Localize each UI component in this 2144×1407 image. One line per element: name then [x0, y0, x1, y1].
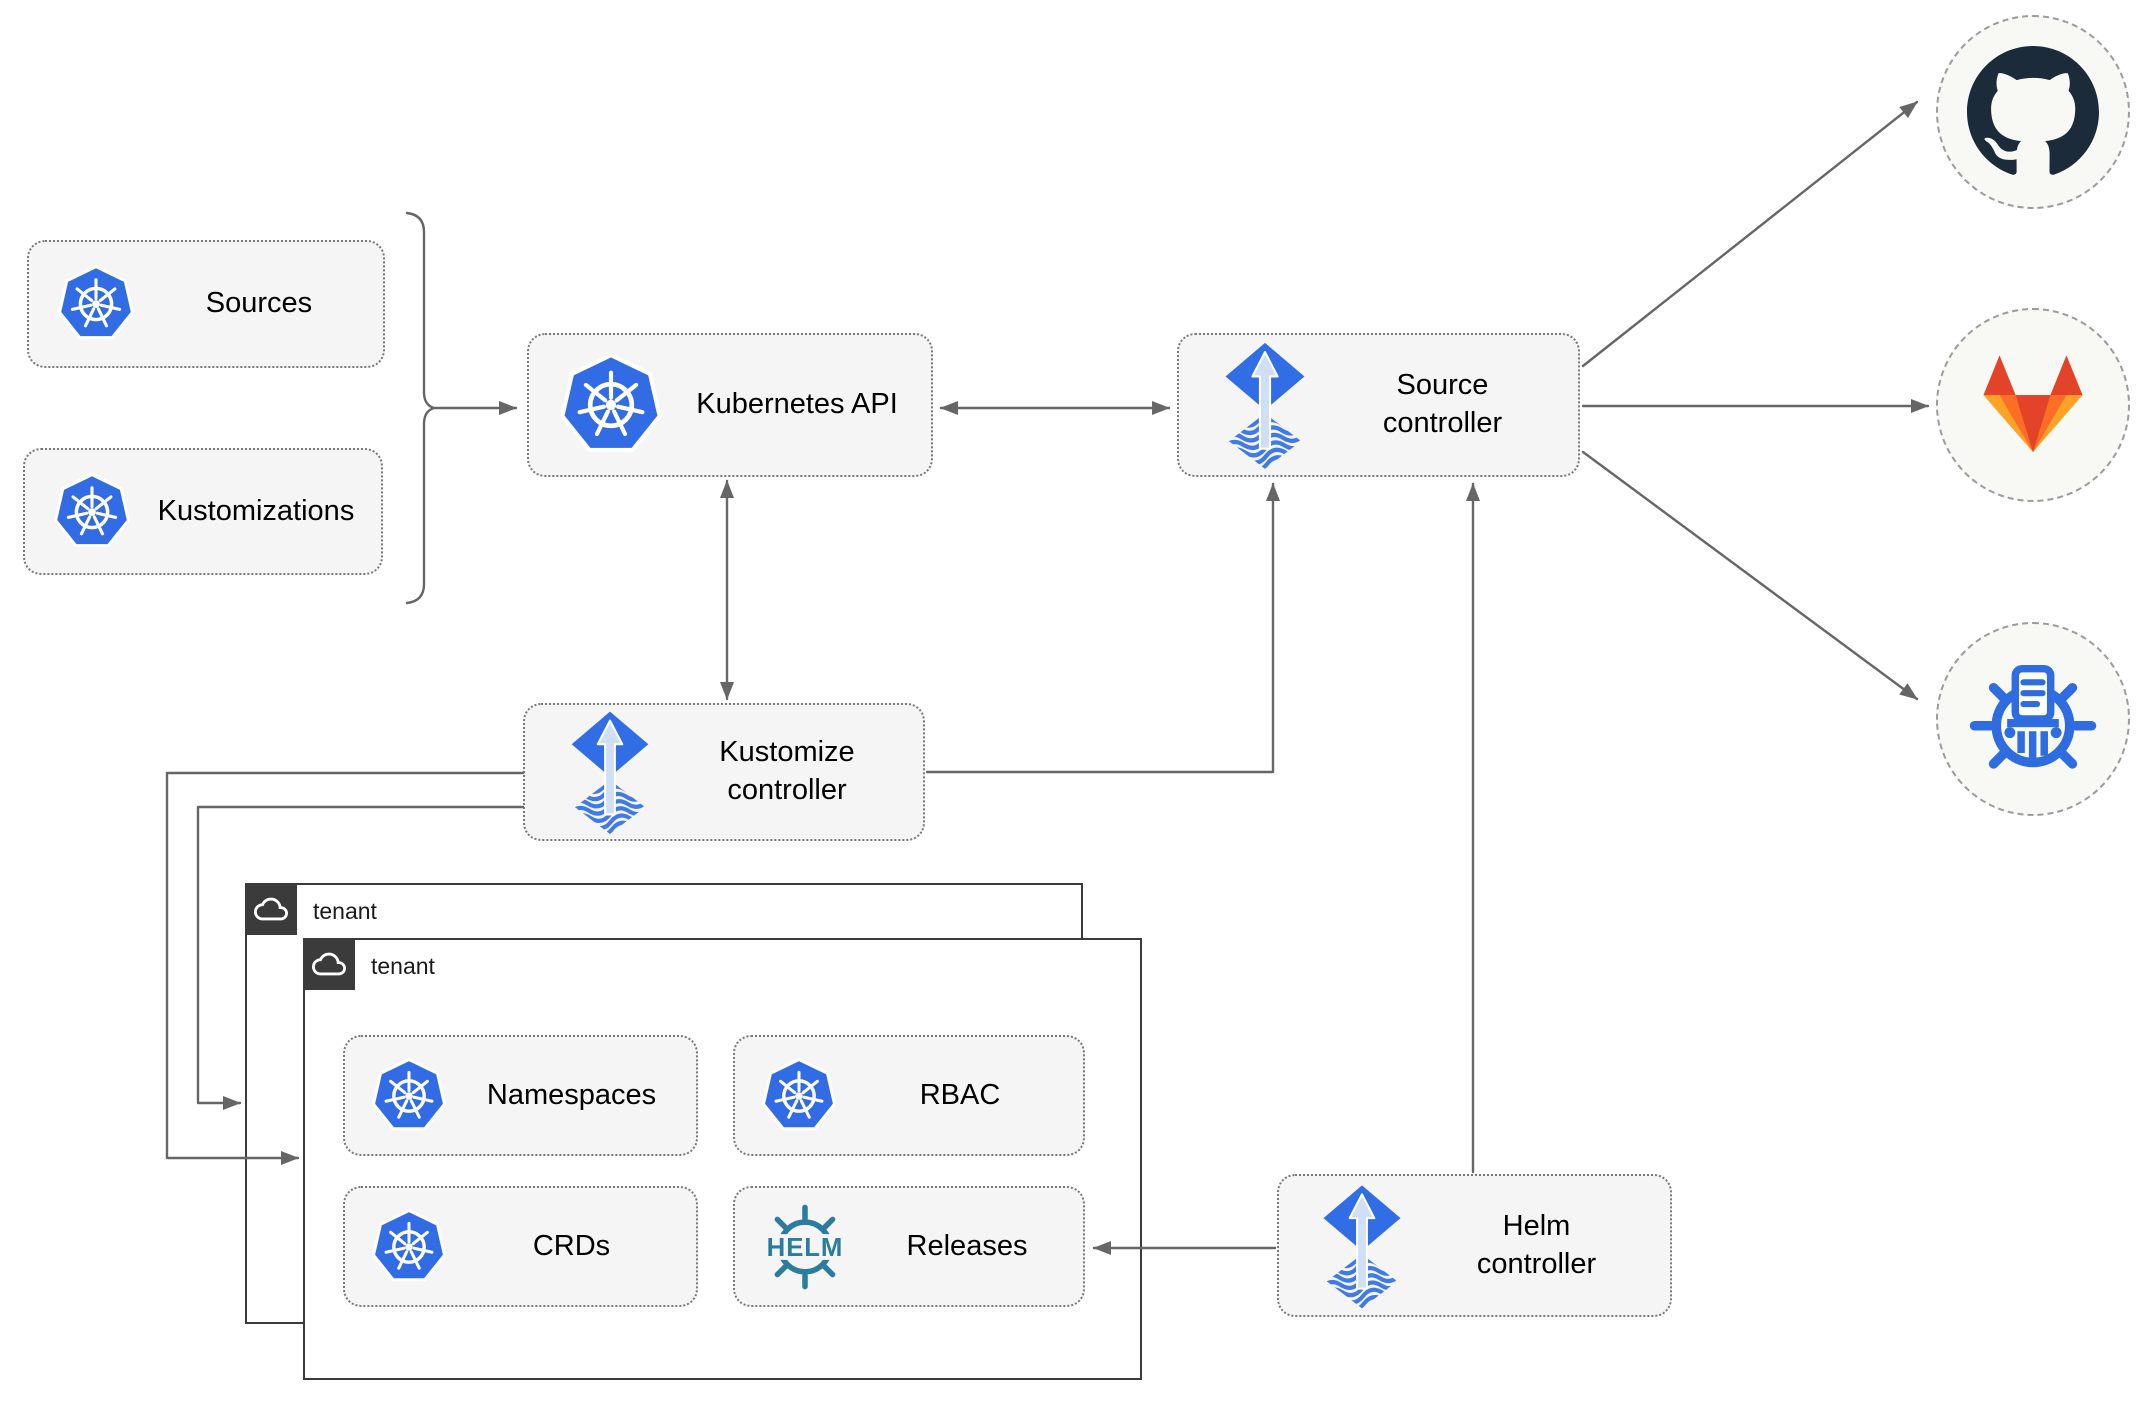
kubernetes-icon — [371, 1058, 447, 1134]
edge-kustomize-to-source-controller — [925, 482, 1280, 774]
source-controller-label: Source controller — [1382, 369, 1503, 439]
kustomizations-label: Kustomizations — [157, 494, 355, 527]
gitlab-endpoint[interactable] — [1936, 308, 2130, 502]
kubernetes-api-label: Kubernetes API — [696, 388, 898, 421]
helm-icon: HELM — [760, 1204, 850, 1289]
brace-grouping — [405, 211, 436, 605]
edge-source-controller-to-github — [1581, 100, 1919, 368]
tenant-outer-tab — [245, 883, 297, 935]
sources-node[interactable]: Sources — [27, 240, 385, 368]
rbac-node[interactable]: RBAC — [733, 1035, 1085, 1156]
github-icon — [1967, 46, 2099, 175]
flux-icon — [569, 710, 651, 834]
kubernetes-icon — [761, 1058, 837, 1134]
namespaces-node[interactable]: Namespaces — [343, 1035, 698, 1156]
kubernetes-api-node[interactable]: Kubernetes API — [527, 333, 933, 477]
releases-label: Releases — [906, 1229, 1028, 1262]
edge-source-controller-to-harbor — [1581, 450, 1919, 701]
github-endpoint[interactable] — [1936, 15, 2130, 209]
kustomize-controller-label: Kustomize controller — [719, 736, 855, 806]
kubernetes-icon — [559, 353, 663, 457]
helm-controller-node[interactable]: Helm controller — [1277, 1174, 1672, 1317]
crds-label: CRDs — [532, 1229, 611, 1262]
gitlab-icon — [1983, 355, 2083, 453]
sources-label: Sources — [205, 287, 313, 320]
tenant-inner-tab — [303, 938, 355, 990]
kustomizations-node[interactable]: Kustomizations — [23, 448, 383, 575]
kubernetes-icon — [57, 265, 135, 343]
tenant-inner-label: tenant — [371, 953, 435, 979]
helm-wordmark: HELM — [767, 1234, 844, 1262]
cloud-icon — [254, 897, 288, 921]
namespaces-label: Namespaces — [486, 1078, 657, 1111]
crds-node[interactable]: CRDs — [343, 1186, 698, 1307]
tenant-outer-label: tenant — [313, 898, 377, 924]
releases-node[interactable]: HELM Releases — [733, 1186, 1085, 1307]
rbac-label: RBAC — [919, 1078, 1001, 1111]
harbor-registry-icon — [1969, 664, 2097, 769]
kustomize-controller-node[interactable]: Kustomize controller — [523, 703, 925, 841]
helm-controller-label: Helm controller — [1476, 1209, 1597, 1280]
flux-icon — [1223, 341, 1307, 469]
source-controller-node[interactable]: Source controller — [1177, 333, 1580, 477]
cloud-icon — [312, 952, 346, 976]
kubernetes-icon — [53, 473, 131, 551]
harbor-endpoint[interactable] — [1936, 622, 2130, 816]
kubernetes-icon — [371, 1209, 447, 1285]
tenant-inner-group[interactable]: tenant — [303, 938, 1142, 1380]
flux-icon — [1321, 1183, 1403, 1309]
